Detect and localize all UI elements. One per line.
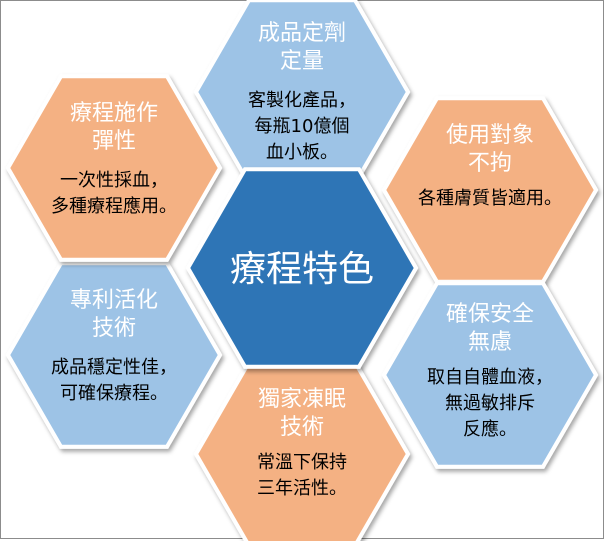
hex-bottom-right-title: 確保安全: [446, 302, 534, 327]
hex-bottom-left-body: 可確保療程。: [60, 383, 168, 404]
hex-bottom-right-title: 無慮: [468, 330, 512, 355]
hex-bottom-left-body: 成品穩定性佳，: [51, 357, 177, 378]
hex-top-body: 客製化產品，: [248, 90, 356, 111]
hex-bottom-title: 技術: [280, 415, 324, 440]
hex-top-left-title: 療程施作: [70, 101, 158, 126]
hex-top-title: 定量: [280, 49, 324, 74]
hex-bottom-right-body: 反應。: [463, 418, 517, 440]
center-title: 療程特色: [230, 249, 374, 290]
hex-top-right-body: 各種膚質皆適用。: [418, 188, 562, 209]
hex-bottom-left: [5, 261, 223, 449]
hex-bottom-title: 獨家凍眠: [258, 387, 346, 412]
hex-bottom-body: 常溫下保持: [257, 452, 347, 473]
hex-top-left-body: 多種療程應用。: [51, 195, 177, 217]
hex-bottom-left-title: 技術: [92, 316, 136, 341]
hex-bottom-right: [381, 281, 599, 469]
hex-top-left: [5, 74, 223, 262]
hex-top-body: 每瓶10億個: [255, 116, 350, 137]
hex-bottom-left-title: 專利活化: [70, 288, 158, 313]
hex-center: [185, 167, 419, 369]
hex-top-left-body: 一次性採血，: [60, 170, 168, 191]
hex-top-left-title: 彈性: [92, 129, 136, 154]
hex-bottom-right-body: 無過敏排斥: [445, 393, 535, 414]
hex-bottom-body: 三年活性。: [257, 478, 347, 499]
hex-top-right-title: 不拘: [468, 151, 512, 176]
hex-top-body: 血小板。: [266, 142, 338, 163]
hex-bottom-right-body: 取自自體血液，: [427, 367, 553, 388]
hex-top-title: 成品定劑: [258, 21, 346, 46]
hex-top-right-title: 使用對象: [446, 123, 534, 148]
